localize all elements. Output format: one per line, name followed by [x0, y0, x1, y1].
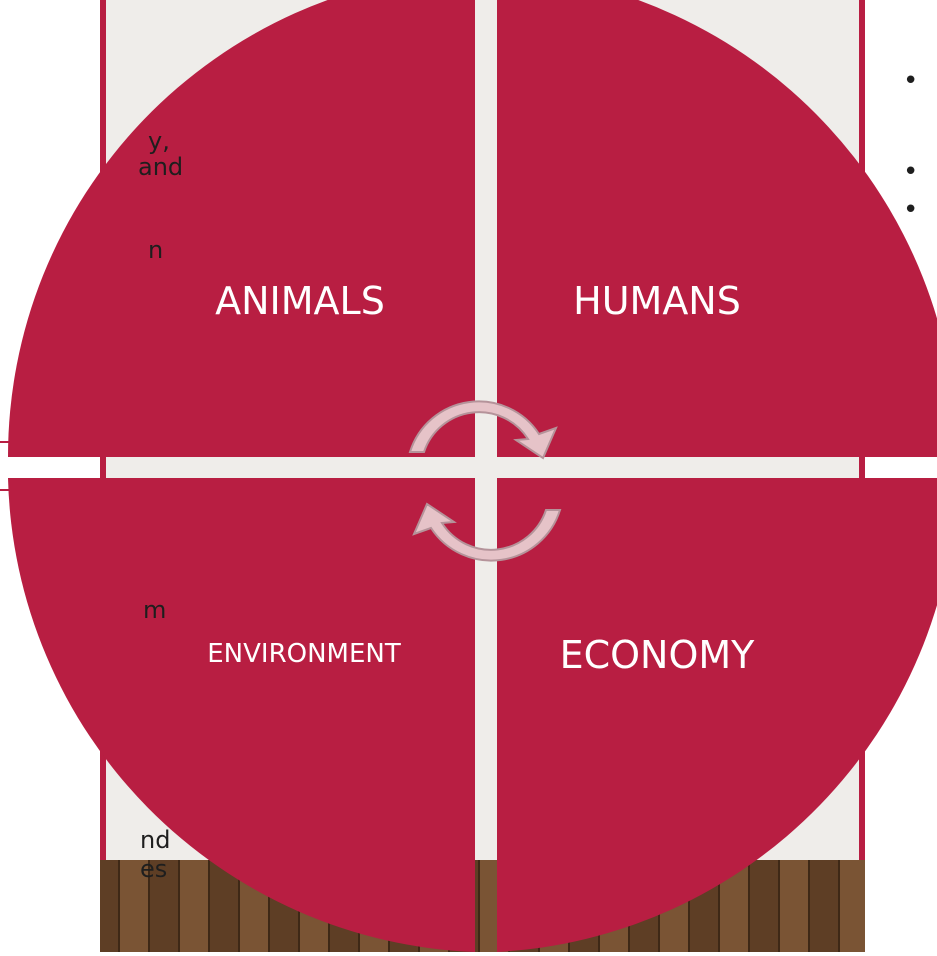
arrow-top-icon: [408, 400, 558, 460]
arrow-bottom-icon: [412, 502, 562, 562]
left-text-fragment-2: and: [138, 153, 184, 181]
left-text-fragment-5: nd: [140, 826, 171, 854]
right-bullet-2: •: [903, 157, 919, 187]
panel-right-border: [859, 0, 865, 952]
quadrant-humans: [497, 0, 937, 457]
left-text-fragment-4: m: [143, 596, 167, 624]
label-economy: ECONOMY: [560, 633, 756, 677]
panel-left-border: [100, 0, 106, 952]
cycle-arrows: [408, 400, 562, 562]
right-bullet-3: •: [903, 195, 919, 225]
quadrant-animals: [8, 0, 475, 457]
circle-group: [8, 0, 937, 952]
label-environment: ENVIRONMENT: [207, 639, 401, 669]
quadrant-economy: [497, 478, 937, 952]
left-text-fragment-6: es: [140, 855, 168, 883]
label-animals: ANIMALS: [215, 279, 385, 323]
left-text-fragment-1: y,: [148, 127, 170, 155]
label-humans: HUMANS: [573, 279, 741, 323]
left-text-fragment-3: n: [148, 236, 164, 264]
wood-floor: [100, 860, 865, 952]
quadrant-environment: [8, 478, 475, 952]
right-bullet-1: •: [903, 66, 919, 96]
